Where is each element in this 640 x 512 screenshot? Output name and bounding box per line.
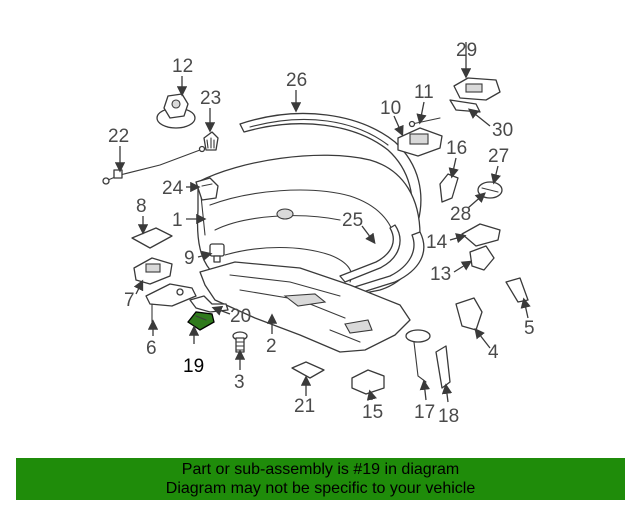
- part-30-bracket: [449, 99, 481, 113]
- part-3-bolt: [232, 331, 248, 353]
- part-12-latch-actuator: [156, 93, 196, 129]
- part-29-lamp-housing: [453, 77, 501, 101]
- callout-15: 15: [362, 402, 383, 423]
- callout-8: 8: [136, 196, 147, 217]
- callout-5: 5: [524, 318, 535, 339]
- part-16-hinge: [439, 173, 459, 203]
- part-19-highlighted[interactable]: [187, 311, 215, 331]
- callout-14: 14: [426, 232, 448, 253]
- callout-27: 27: [488, 146, 509, 167]
- callout-9: 9: [184, 248, 195, 269]
- callout-16: 16: [446, 138, 467, 159]
- callout-7: 7: [124, 290, 135, 311]
- callout-21: 21: [294, 396, 315, 417]
- callout-20: 20: [230, 306, 251, 327]
- part-24-bracket: [195, 177, 219, 201]
- callout-11: 11: [414, 82, 434, 103]
- callout-22: 22: [108, 126, 129, 147]
- callout-25: 25: [342, 210, 363, 231]
- callout-10: 10: [380, 98, 401, 119]
- info-banner: Part or sub-assembly is #19 in diagram D…: [16, 458, 625, 500]
- callout-labels: 12 23 22 24 1 8 9 7 6 20 19 3 2 26 25 10…: [108, 40, 535, 427]
- part-14-rail-bracket: [461, 223, 501, 247]
- leader-lines: [114, 42, 531, 403]
- part-9-bumper: [209, 243, 225, 263]
- banner-line-1: Part or sub-assembly is #19 in diagram: [181, 461, 460, 478]
- callout-4: 4: [488, 342, 499, 363]
- callout-3: 3: [234, 372, 245, 393]
- part-11-lever: [408, 117, 441, 128]
- callout-13: 13: [430, 264, 451, 285]
- part-21-mount: [291, 361, 325, 379]
- callout-17: 17: [414, 402, 435, 423]
- part-8-pad: [131, 227, 173, 249]
- part-13-lock: [469, 245, 495, 271]
- callout-23: 23: [200, 88, 221, 109]
- callout-30: 30: [492, 120, 513, 141]
- part-5-panel: [505, 277, 529, 303]
- callout-2: 2: [266, 336, 277, 357]
- part-10-motor-unit: [397, 127, 443, 157]
- part-17-cable-arm: [405, 329, 431, 383]
- callout-18: 18: [438, 406, 459, 427]
- callout-26: 26: [286, 70, 307, 91]
- callout-29: 29: [456, 40, 477, 61]
- part-15-box: [351, 369, 385, 395]
- callout-24: 24: [162, 178, 184, 199]
- callout-19: 19: [183, 356, 204, 377]
- part-4-latch: [455, 297, 483, 331]
- part-23-clip: [203, 131, 219, 151]
- banner-line-2: Diagram may not be specific to your vehi…: [165, 480, 476, 497]
- part-2-liner-panel: [199, 261, 411, 353]
- callout-12: 12: [172, 56, 193, 77]
- callout-28: 28: [450, 204, 471, 225]
- part-18-strap: [435, 345, 451, 389]
- part-7-latch-plate: [133, 257, 173, 285]
- callout-6: 6: [146, 338, 157, 359]
- callout-1: 1: [172, 210, 183, 231]
- part-22-release-cable: [102, 145, 206, 185]
- part-6-support-bracket: [145, 283, 197, 323]
